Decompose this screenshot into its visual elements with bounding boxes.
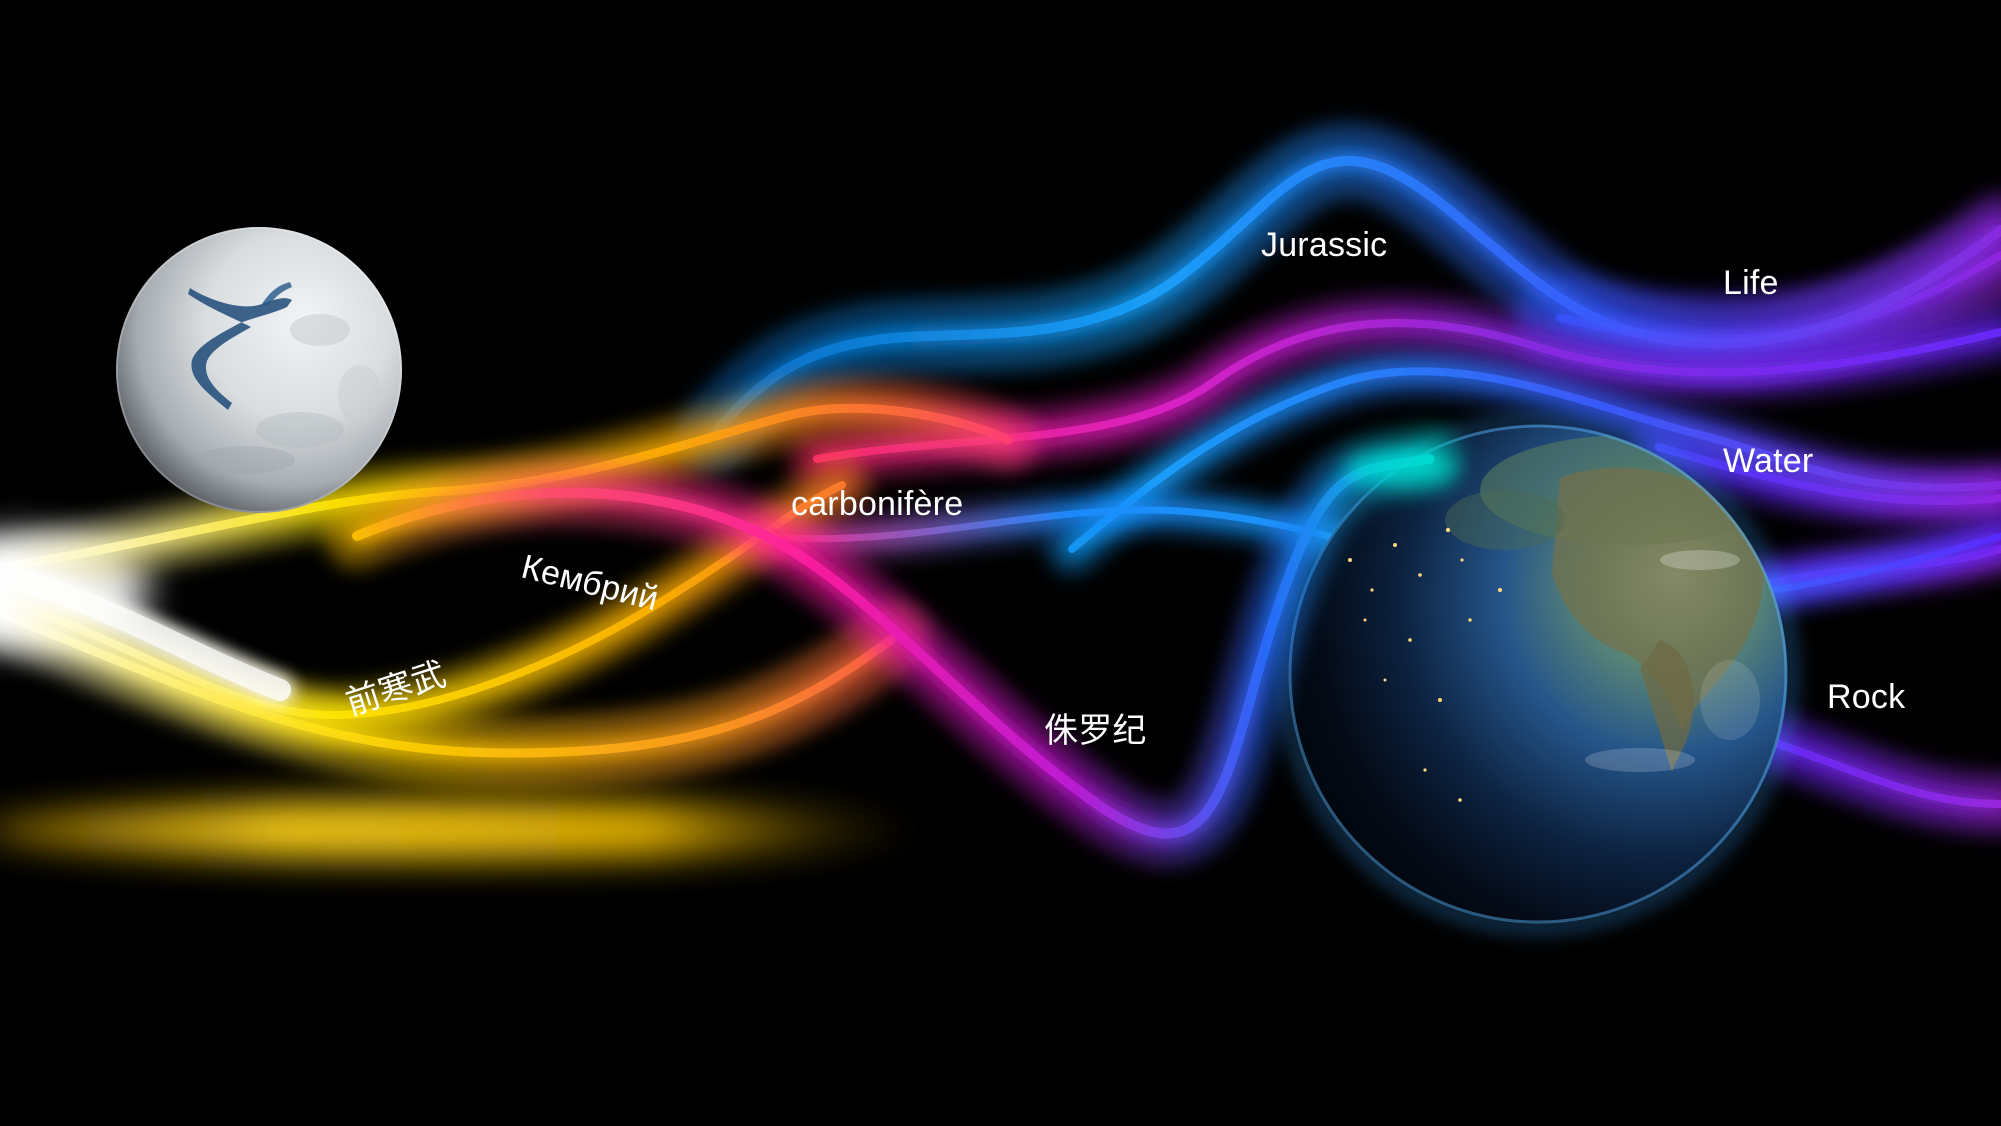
label-water: Water: [1723, 442, 1814, 480]
city-light: [1393, 543, 1397, 547]
city-light: [1370, 588, 1374, 592]
city-light: [1438, 698, 1442, 702]
city-light: [1468, 618, 1472, 622]
ice-planet-body: [116, 227, 402, 513]
ice-crater: [290, 314, 350, 346]
city-light: [1498, 588, 1502, 592]
ice-crater: [338, 365, 382, 425]
ice-crater: [195, 446, 295, 474]
city-light: [1458, 798, 1462, 802]
earth-land-asia: [1552, 467, 1764, 732]
city-lights: [1348, 527, 1502, 802]
label-carbonifere: carbonifère: [791, 485, 964, 523]
earth-cloud: [1700, 660, 1760, 740]
ice-lake: [188, 288, 292, 410]
ice-crater: [256, 412, 344, 448]
city-light: [1423, 768, 1427, 772]
city-light: [1383, 678, 1387, 682]
label-jurassic-zh: 侏罗纪: [1044, 712, 1147, 750]
earth-land-europe: [1445, 490, 1565, 550]
earth-cloud: [1660, 550, 1740, 570]
city-light: [1408, 638, 1412, 642]
city-light: [1363, 618, 1367, 622]
city-light: [1418, 573, 1422, 577]
ice-lake-branch: [262, 282, 292, 306]
label-rock: Rock: [1827, 678, 1906, 716]
label-life: Life: [1723, 264, 1779, 302]
yellow-glow-reflection: [0, 800, 920, 860]
teal-glow: [1345, 450, 1455, 486]
earth-cloud: [1585, 748, 1695, 772]
ice-planet: [116, 227, 402, 513]
earth-land-india: [1640, 640, 1694, 772]
ice-planet-rim: [116, 227, 402, 513]
ribbons-front: [357, 450, 1455, 833]
city-light: [1348, 558, 1352, 562]
city-light: [1445, 527, 1451, 533]
ice-planet-texture: [188, 282, 382, 474]
city-light: [1460, 558, 1464, 562]
label-jurassic: Jurassic: [1261, 226, 1388, 264]
